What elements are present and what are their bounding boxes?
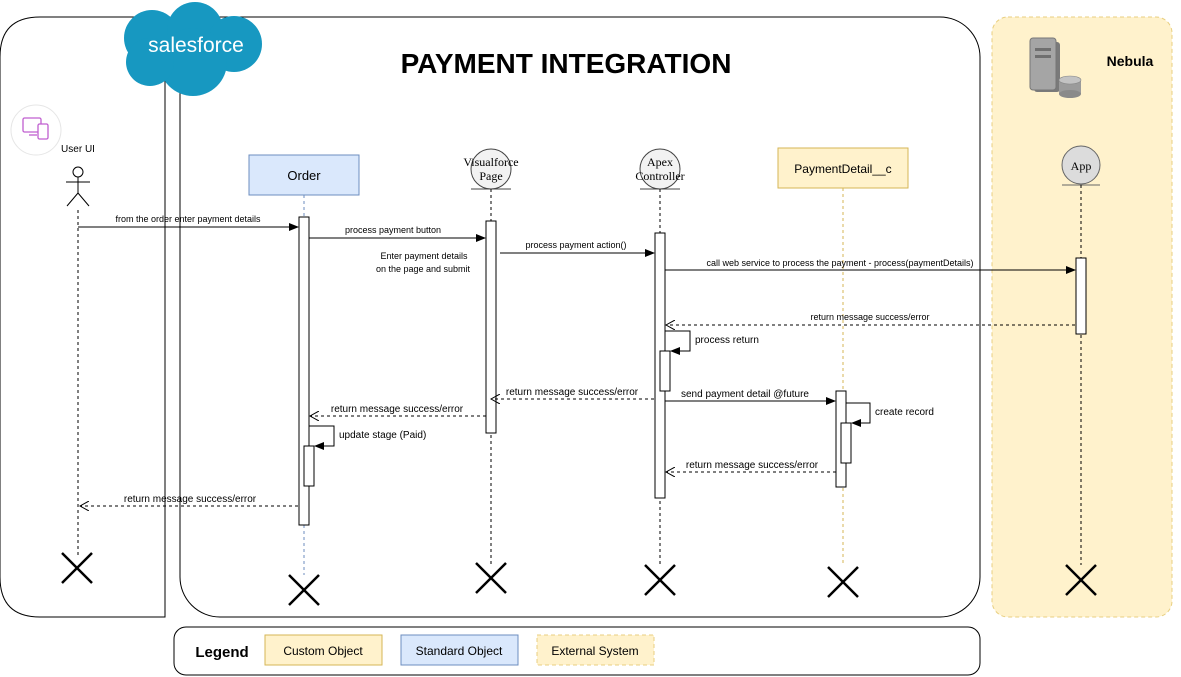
participant-app-label: App (1071, 159, 1092, 173)
destroy-user-icon (61, 552, 93, 584)
participant-apex-label-line1: Apex (647, 155, 673, 169)
participant-apex-label-line2: Controller (635, 169, 684, 183)
destroy-order-icon (288, 574, 320, 606)
msg-label-5: return message success/error (810, 312, 929, 322)
legend-title: Legend (195, 644, 248, 661)
destroy-app-icon (1065, 564, 1097, 596)
participant-payment-detail-label: PaymentDetail__c (794, 162, 891, 176)
destroy-visualforce-icon (475, 562, 507, 594)
msg-label-8: send payment detail @future (681, 389, 809, 400)
participant-vf-label-line1: Visualforce (463, 155, 518, 169)
activation-app (1075, 257, 1087, 335)
msg-label-1: from the order enter payment details (115, 214, 261, 224)
msg-label-10: create record (875, 407, 934, 418)
participant-order-label: Order (287, 168, 321, 183)
msg-arrow-10 (846, 402, 871, 427)
server-database-icon (1029, 37, 1082, 98)
legend-custom-label: Custom Object (283, 644, 363, 658)
participant-order-box (248, 154, 360, 196)
msg-label-6: process return (695, 335, 759, 346)
msg-label-7: return message success/error (506, 387, 639, 398)
msg-label-3: process payment action() (525, 240, 626, 250)
msg-label-4: call web service to process the payment … (706, 258, 973, 268)
activation-apex-nested (659, 350, 671, 392)
msg-arrow-11 (309, 425, 335, 450)
participant-vf-label-line2: Page (479, 169, 502, 183)
destroy-apex-icon (644, 564, 676, 596)
msg-label-9: return message success/error (331, 404, 464, 415)
msg-arrow-6 (665, 330, 691, 355)
actor-stick-figure-icon (66, 166, 90, 207)
activation-visualforce (485, 220, 497, 434)
legend-external-label: External System (551, 644, 638, 658)
msg-label-12: return message success/error (686, 460, 819, 471)
participant-payment-detail-box (777, 147, 909, 189)
legend-standard-label: Standard Object (416, 644, 503, 658)
activation-payment-detail-nested (840, 422, 852, 464)
activation-order-nested (303, 445, 315, 487)
note-line-2: on the page and submit (376, 264, 471, 274)
msg-label-2: process payment button (345, 225, 441, 235)
legend-external-swatch (536, 634, 655, 666)
participant-user-label: User UI (61, 144, 95, 155)
diagram-title: PAYMENT INTEGRATION (401, 48, 732, 79)
user-ui-device-icon (10, 104, 62, 156)
salesforce-cloud-logo: salesforce (124, 2, 262, 96)
msg-label-13: return message success/error (124, 494, 257, 505)
msg-label-11: update stage (Paid) (339, 430, 426, 441)
legend-standard-swatch (400, 634, 519, 666)
activation-order (298, 216, 310, 526)
user-frame (0, 16, 166, 618)
salesforce-logo-text: salesforce (148, 34, 244, 57)
destroy-payment-detail-icon (827, 566, 859, 598)
note-line-1: Enter payment details (380, 251, 468, 261)
legend-custom-swatch (264, 634, 383, 666)
nebula-label: Nebula (1107, 53, 1154, 69)
